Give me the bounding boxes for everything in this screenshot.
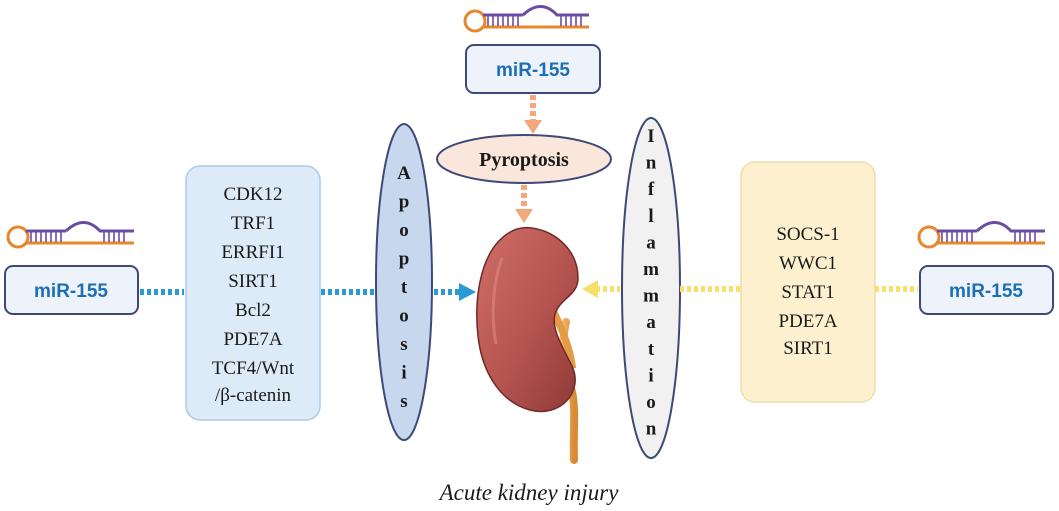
inflammation-target-item: SIRT1 [783, 338, 833, 359]
apoptosis-target-item: ERRFI1 [221, 242, 284, 263]
inflammation-targets-panel: SOCS-1 WWC1 STAT1 PDE7A SIRT1 [740, 161, 876, 403]
pyroptosis-ellipse: Pyroptosis [436, 134, 612, 184]
blue-arrowhead [459, 283, 476, 301]
hairpin-rna-icon-right [917, 221, 1045, 249]
mir155-label-left: miR-155 [34, 281, 108, 302]
orange-arrowhead-top [524, 120, 542, 134]
orange-connector-top [521, 95, 536, 210]
kidney-icon [476, 226, 579, 464]
orange-arrowhead-bottom [515, 209, 533, 223]
mir155-box-left: miR-155 [4, 265, 139, 315]
hairpin-rna-icon-top [463, 5, 589, 33]
apoptosis-target-item: PDE7A [223, 329, 282, 350]
inflammation-target-item: WWC1 [779, 253, 837, 274]
mir155-label-top: miR-155 [496, 60, 570, 81]
apoptosis-target-item: TRF1 [231, 213, 275, 234]
mir155-label-right: miR-155 [949, 281, 1023, 302]
inflammation-target-item: SOCS-1 [776, 224, 839, 245]
mir155-box-top: miR-155 [465, 44, 601, 94]
pyroptosis-label: Pyroptosis [479, 149, 569, 171]
apoptosis-target-item: CDK12 [223, 184, 282, 205]
apoptosis-target-item: TCF4/Wnt [212, 358, 295, 379]
mir155-box-right: miR-155 [919, 265, 1054, 315]
hairpin-rna-icon-left [6, 221, 134, 249]
apoptosis-target-item: SIRT1 [228, 271, 278, 292]
apoptosis-target-item: Bcl2 [235, 300, 271, 321]
yellow-arrowhead [582, 280, 598, 298]
inflammation-target-item: PDE7A [778, 311, 837, 332]
inflammation-target-item: STAT1 [781, 282, 834, 303]
caption: Acute kidney injury [438, 480, 620, 505]
apoptosis-target-item: /β-catenin [215, 385, 292, 406]
apoptosis-targets-panel: CDK12 TRF1 ERRFI1 SIRT1 Bcl2 PDE7A TCF4/… [185, 165, 321, 421]
